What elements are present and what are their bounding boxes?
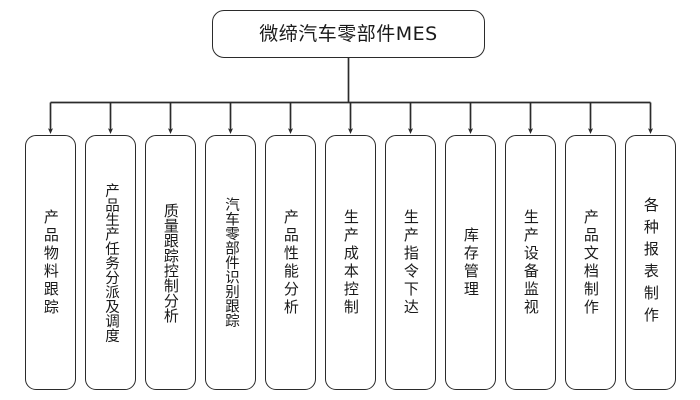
leaf-node-7-label: 生产指令下达	[401, 208, 420, 317]
root-node-label: 微缔汽车零部件MES	[259, 22, 438, 45]
leaf-node-9-label: 生产设备监视	[521, 208, 540, 317]
leaf-node-7[interactable]: 生产指令下达	[385, 135, 436, 390]
leaf-node-5-label: 产品性能分析	[281, 208, 300, 317]
leaf-node-10[interactable]: 产品文档制作	[565, 135, 616, 390]
leaf-node-5[interactable]: 产品性能分析	[265, 135, 316, 390]
leaf-node-8[interactable]: 库存管理	[445, 135, 496, 390]
leaf-node-2-label: 产品生产任务分派及调度	[103, 182, 120, 343]
leaf-node-10-label: 产品文档制作	[581, 208, 600, 317]
leaf-node-2[interactable]: 产品生产任务分派及调度	[85, 135, 136, 390]
leaf-node-3[interactable]: 质量跟踪控制分析	[145, 135, 196, 390]
leaf-node-1-label: 产品物料跟踪	[41, 208, 60, 317]
leaf-node-8-label: 库存管理	[461, 226, 480, 299]
leaf-node-1[interactable]: 产品物料跟踪	[25, 135, 76, 390]
leaf-node-11-label: 各种报表制作	[641, 196, 660, 329]
leaf-node-3-label: 质量跟踪控制分析	[161, 202, 180, 323]
leaf-node-6[interactable]: 生产成本控制	[325, 135, 376, 390]
root-node[interactable]: 微缔汽车零部件MES	[212, 10, 485, 58]
leaf-node-11[interactable]: 各种报表制作	[625, 135, 676, 390]
leaf-node-6-label: 生产成本控制	[341, 208, 360, 317]
leaf-node-4[interactable]: 汽车零部件识别跟踪	[205, 135, 256, 390]
leaf-node-9[interactable]: 生产设备监视	[505, 135, 556, 390]
leaf-node-4-label: 汽车零部件识别跟踪	[223, 197, 240, 328]
